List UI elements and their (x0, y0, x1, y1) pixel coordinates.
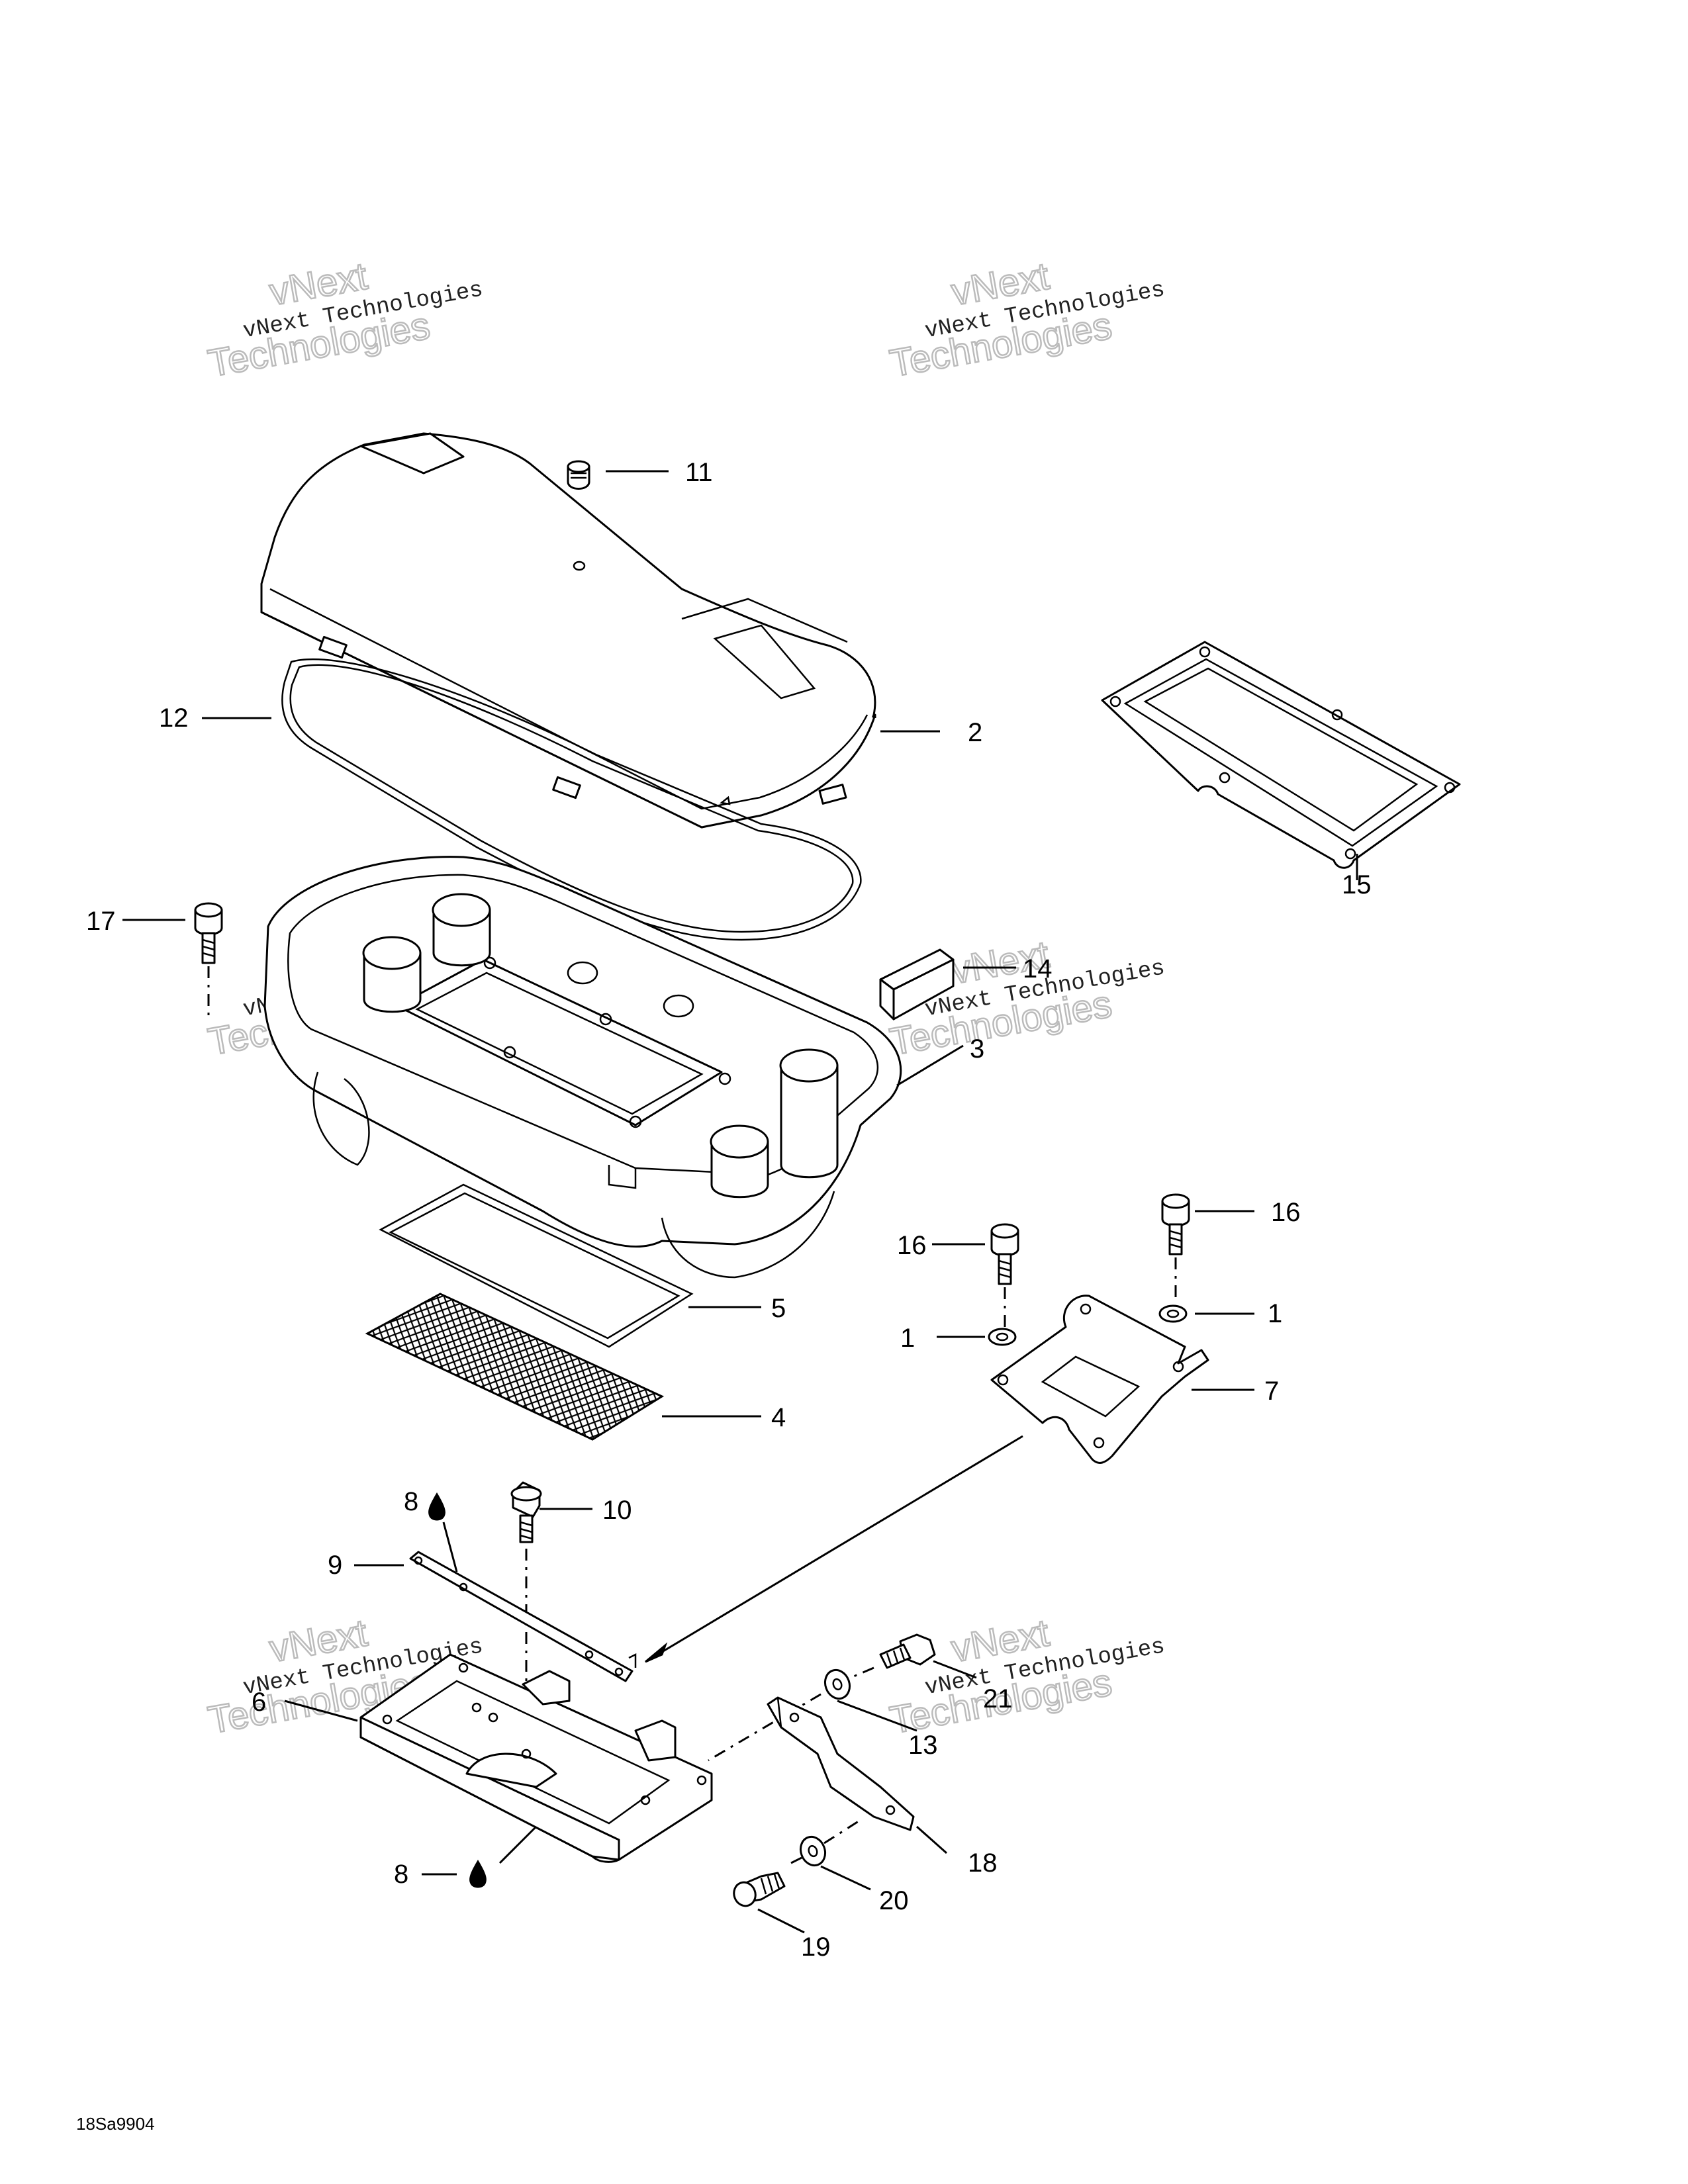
part-bracket-7 (990, 1295, 1209, 1464)
callout-2: 2 (968, 718, 982, 747)
callout-11: 11 (685, 458, 713, 487)
callout-8: 8 (394, 1860, 408, 1889)
callout-15: 15 (1342, 870, 1372, 899)
part-cover-gasket (281, 658, 862, 941)
part-washer (988, 1328, 1017, 1346)
base-tube (362, 936, 422, 1013)
base-tube (432, 893, 491, 967)
assembly-arrow (651, 1435, 1023, 1659)
part-mount-base (359, 1653, 713, 1863)
callout-6: 6 (252, 1688, 266, 1717)
callout-14: 14 (1023, 954, 1053, 983)
callout-4: 4 (771, 1403, 786, 1432)
part-clip (879, 948, 955, 1021)
part-filter-gasket (379, 1183, 694, 1348)
callout-10: 10 (602, 1496, 632, 1525)
part-cover (260, 432, 876, 829)
axis-line (850, 1666, 874, 1679)
callout-19: 19 (801, 1933, 831, 1962)
axis-line (823, 1819, 861, 1844)
part-screw-17 (194, 902, 223, 964)
callout-3: 3 (970, 1034, 984, 1064)
part-filter-screen (365, 1293, 665, 1441)
part-plug (567, 460, 590, 490)
part-bolt-10 (510, 1481, 542, 1543)
callout-17: 17 (86, 907, 116, 936)
callout-8: 8 (404, 1487, 418, 1516)
callout-1: 1 (1268, 1299, 1282, 1328)
callout-21: 21 (983, 1684, 1013, 1713)
callout-16: 16 (897, 1231, 927, 1260)
axis-line (708, 1693, 821, 1762)
callout-20: 20 (879, 1886, 909, 1915)
watermark: vNext vNext Technologies Technologies (886, 1610, 1166, 1743)
part-bolt-19 (733, 1872, 786, 1907)
watermark: vNext vNext Technologies Technologies (204, 253, 485, 386)
drop-icon (469, 1860, 487, 1888)
callout-labels: 11 2 12 15 17 14 3 16 16 5 1 1 4 7 10 8 … (86, 458, 1372, 1962)
axis-line (790, 1855, 805, 1864)
part-gasket-15 (1101, 641, 1461, 869)
base-tube (779, 1048, 839, 1179)
part-screw-16 (990, 1223, 1019, 1285)
watermark: vNext vNext Technologies Technologies (886, 253, 1166, 386)
drawing-code: 18Sa9904 (76, 2114, 155, 2134)
callout-16: 16 (1271, 1198, 1301, 1227)
part-washer-13 (823, 1668, 851, 1700)
part-base (263, 856, 902, 1279)
leader-lines (122, 470, 1358, 1934)
callout-12: 12 (159, 704, 189, 733)
base-tube (710, 1124, 769, 1199)
part-washer (1158, 1304, 1188, 1323)
callout-9: 9 (328, 1551, 342, 1580)
callout-5: 5 (771, 1294, 786, 1323)
drop-icon (428, 1492, 445, 1521)
callout-18: 18 (968, 1848, 998, 1878)
part-strip-9 (409, 1551, 633, 1682)
part-washer-20 (799, 1835, 827, 1867)
part-bolt-21 (879, 1633, 936, 1669)
callout-1: 1 (900, 1324, 915, 1353)
arrowhead-icon (645, 1642, 668, 1663)
callout-7: 7 (1264, 1377, 1279, 1406)
part-screw-16 (1161, 1193, 1190, 1255)
callout-13: 13 (908, 1731, 938, 1760)
part-bracket-18 (767, 1696, 915, 1831)
axis-line (628, 1653, 637, 1668)
